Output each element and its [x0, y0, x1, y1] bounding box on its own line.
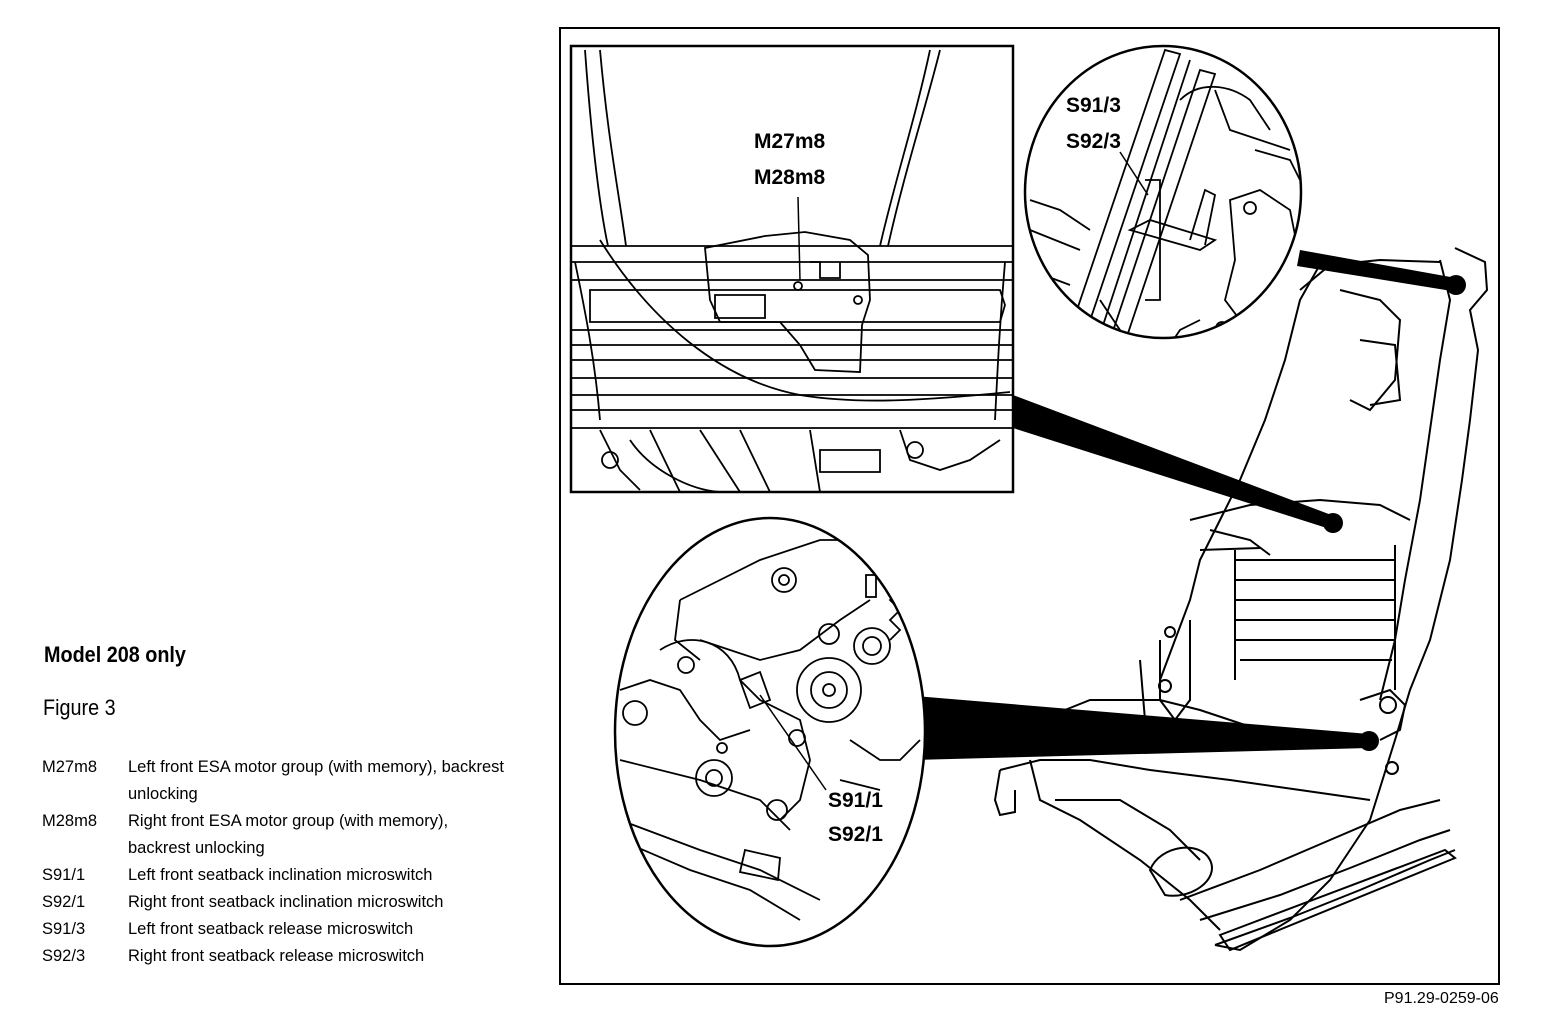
legend-desc: Right front ESA motor group (with memory… — [128, 812, 449, 830]
reference-code: P91.29-0259-06 — [1384, 990, 1499, 1007]
legend-code: M27m8 — [42, 758, 98, 776]
legend-list: M27m8 Left front ESA motor group (with m… — [42, 754, 522, 970]
legend-code: S91/1 — [42, 866, 86, 884]
legend-desc: Left front ESA motor group (with memory)… — [128, 758, 504, 776]
legend-desc-cont: backrest unlocking — [128, 839, 265, 857]
figure-label: Figure 3 — [43, 695, 116, 720]
connector-dot-incl — [1359, 731, 1379, 751]
legend-desc-cont: unlocking — [128, 785, 198, 803]
callout-motor-b: M28m8 — [754, 166, 826, 189]
seat-frame — [993, 247, 1489, 952]
callout-release-b: S92/3 — [1066, 130, 1121, 153]
legend-item: S91/1 Left front seatback inclination mi… — [42, 862, 522, 889]
legend-code: S92/3 — [42, 947, 86, 965]
connector-dot-release — [1446, 275, 1466, 295]
legend-item: M28m8 Right front ESA motor group (with … — [42, 808, 522, 862]
connector-lines — [913, 250, 1458, 760]
callout-motor-a: M27m8 — [754, 130, 826, 153]
legend-code: M28m8 — [42, 812, 98, 830]
legend-item: S91/3 Left front seatback release micros… — [42, 916, 522, 943]
legend-code: S92/1 — [42, 893, 86, 911]
inclination-switch-inset: S91/1 S92/1 — [613, 516, 927, 948]
legend-desc: Right front seatback release microswitch — [128, 947, 425, 965]
legend-code: S91/3 — [42, 920, 86, 938]
callout-incl-b: S92/1 — [828, 823, 883, 846]
legend-desc: Right front seatback inclination microsw… — [128, 893, 444, 911]
callout-release-a: S91/3 — [1066, 94, 1121, 117]
release-switch-inset: S91/3 S92/3 — [1023, 44, 1303, 340]
legend-item: S92/3 Right front seatback release micro… — [42, 943, 522, 970]
legend-item: S92/1 Right front seatback inclination m… — [42, 889, 522, 916]
callout-incl-a: S91/1 — [828, 789, 883, 812]
figure-frame — [559, 27, 1500, 985]
legend-item: M27m8 Left front ESA motor group (with m… — [42, 754, 522, 808]
legend-title: Model 208 only — [44, 642, 186, 667]
motor-inset: M27m8 M28m8 — [569, 44, 1015, 494]
legend-desc: Left front seatback inclination microswi… — [128, 866, 433, 884]
connector-dot-motor — [1323, 513, 1343, 533]
legend-desc: Left front seatback release microswitch — [128, 920, 414, 938]
